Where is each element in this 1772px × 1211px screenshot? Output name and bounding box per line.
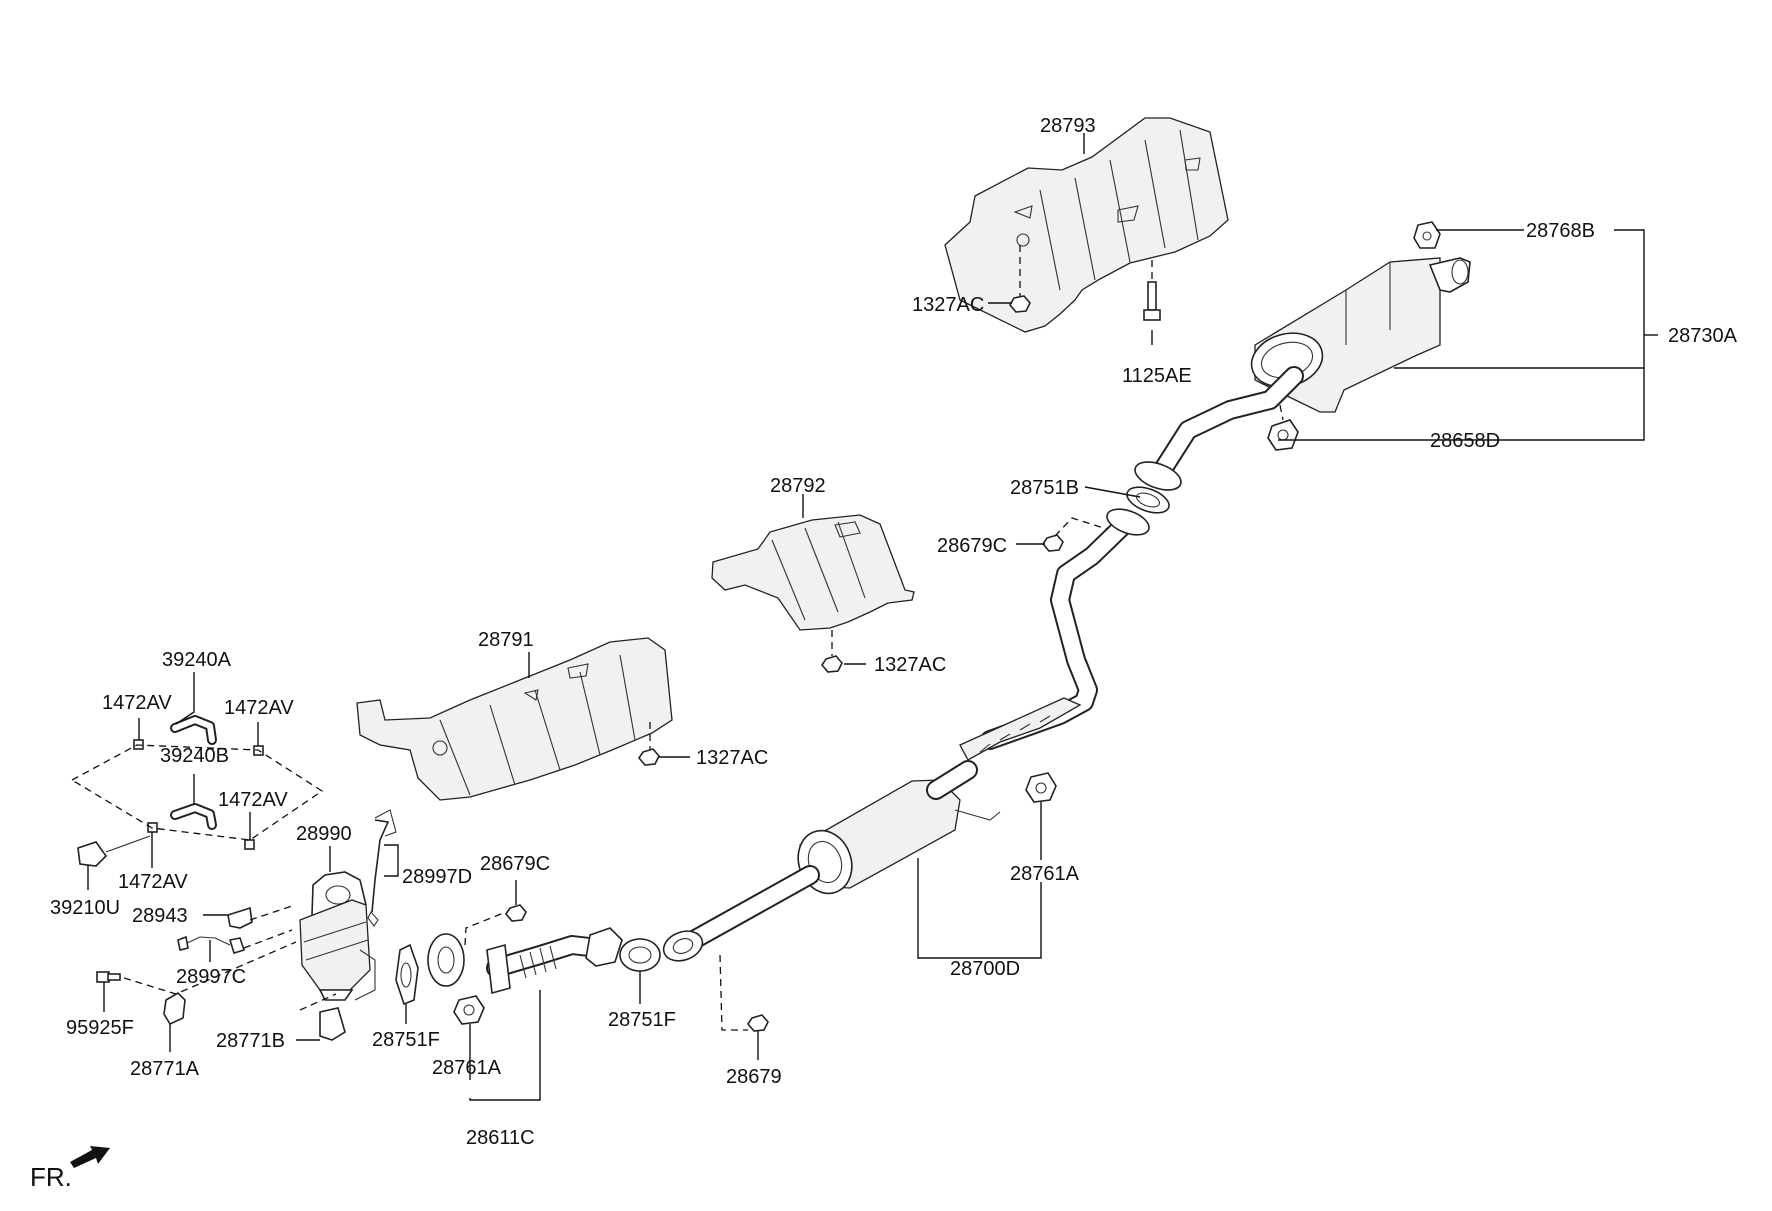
label-28791: 28791	[478, 629, 534, 651]
front-direction-indicator: FR.	[30, 1146, 110, 1192]
bracket[interactable]	[227, 906, 253, 929]
nut-rear-shield[interactable]	[1009, 295, 1031, 313]
nut-rear-joint[interactable]	[1041, 534, 1064, 552]
label-28792: 28792	[770, 475, 826, 497]
catalytic-converter[interactable]	[299, 871, 376, 1001]
label-28751f-mid: 28751F	[608, 1009, 676, 1031]
label-1472av-1: 1472AV	[102, 692, 172, 714]
callout-labels: 28793 1327AC 1125AE 28768B 28730A 28658D…	[50, 115, 1738, 1149]
rear-pipe[interactable]	[1131, 366, 1304, 495]
label-28997c: 28997C	[176, 966, 246, 988]
oxygen-sensor-d[interactable]	[367, 809, 397, 927]
label-28658d: 28658D	[1430, 430, 1500, 452]
hanger-rubber-top[interactable]	[1413, 221, 1441, 249]
label-28679: 28679	[726, 1066, 782, 1088]
gasket-mid[interactable]	[619, 938, 661, 972]
stay-a[interactable]	[163, 991, 186, 1026]
front-direction-label: FR.	[30, 1162, 72, 1192]
nut-center-shield[interactable]	[820, 655, 843, 673]
label-28761a-front: 28761A	[432, 1057, 502, 1079]
label-28997d: 28997D	[402, 866, 472, 888]
nut-center[interactable]	[746, 1014, 769, 1032]
hanger-rubber-bottom[interactable]	[1267, 419, 1299, 451]
center-front-pipe[interactable]	[659, 865, 820, 966]
oxygen-sensor-c[interactable]	[177, 935, 246, 954]
hanger-front[interactable]	[453, 995, 485, 1025]
clamp-3[interactable]	[244, 839, 255, 850]
label-28730a: 28730A	[1668, 325, 1738, 347]
label-1327ac-front: 1327AC	[696, 747, 768, 769]
hose-b[interactable]	[170, 803, 217, 830]
label-28771a: 28771A	[130, 1058, 200, 1080]
front-heat-shield[interactable]	[356, 637, 673, 801]
label-28771b: 28771B	[216, 1030, 285, 1052]
label-28751b: 28751B	[1010, 477, 1079, 499]
label-1327ac-rear: 1327AC	[912, 294, 984, 316]
nut-front-shield[interactable]	[637, 748, 660, 766]
label-1327ac-center: 1327AC	[874, 654, 946, 676]
label-28793: 28793	[1040, 115, 1096, 137]
label-28943: 28943	[132, 905, 188, 927]
label-28990: 28990	[296, 823, 352, 845]
label-39210u: 39210U	[50, 897, 120, 919]
nut-front-joint[interactable]	[504, 904, 527, 922]
bolt-rear-shield[interactable]	[1143, 281, 1161, 321]
center-resonator-shield[interactable]	[959, 697, 1082, 761]
sensor[interactable]	[77, 835, 151, 867]
label-39240a: 39240A	[162, 649, 232, 671]
center-heat-shield[interactable]	[711, 514, 915, 631]
bolt[interactable]	[96, 971, 121, 983]
label-28768b: 28768B	[1526, 220, 1595, 242]
label-1472av-2: 1472AV	[224, 697, 294, 719]
label-28700d: 28700D	[950, 958, 1020, 980]
rear-heat-shield[interactable]	[944, 117, 1229, 333]
leader-lines	[87, 133, 1658, 1101]
front-direction-arrow-icon	[70, 1146, 110, 1168]
hanger-center[interactable]	[1025, 772, 1057, 803]
label-39240b: 39240B	[160, 745, 229, 767]
center-muffler[interactable]	[790, 760, 1001, 901]
hose-a[interactable]	[170, 715, 217, 745]
label-28611c: 28611C	[466, 1127, 535, 1149]
front-pipe[interactable]	[486, 927, 623, 995]
label-1125ae: 1125AE	[1122, 365, 1192, 387]
gasket-front[interactable]	[395, 943, 419, 1006]
label-1472av-3: 1472AV	[218, 789, 288, 811]
front-pipe-flange[interactable]	[427, 933, 465, 987]
label-28679c-rear: 28679C	[937, 535, 1007, 557]
label-28751f-front: 28751F	[372, 1029, 440, 1051]
label-28761a-center: 28761A	[1010, 863, 1080, 885]
stay-b[interactable]	[319, 1007, 346, 1041]
label-95925f: 95925F	[66, 1017, 134, 1039]
label-1472av-4: 1472AV	[118, 871, 188, 893]
label-28679c-front: 28679C	[480, 853, 550, 875]
